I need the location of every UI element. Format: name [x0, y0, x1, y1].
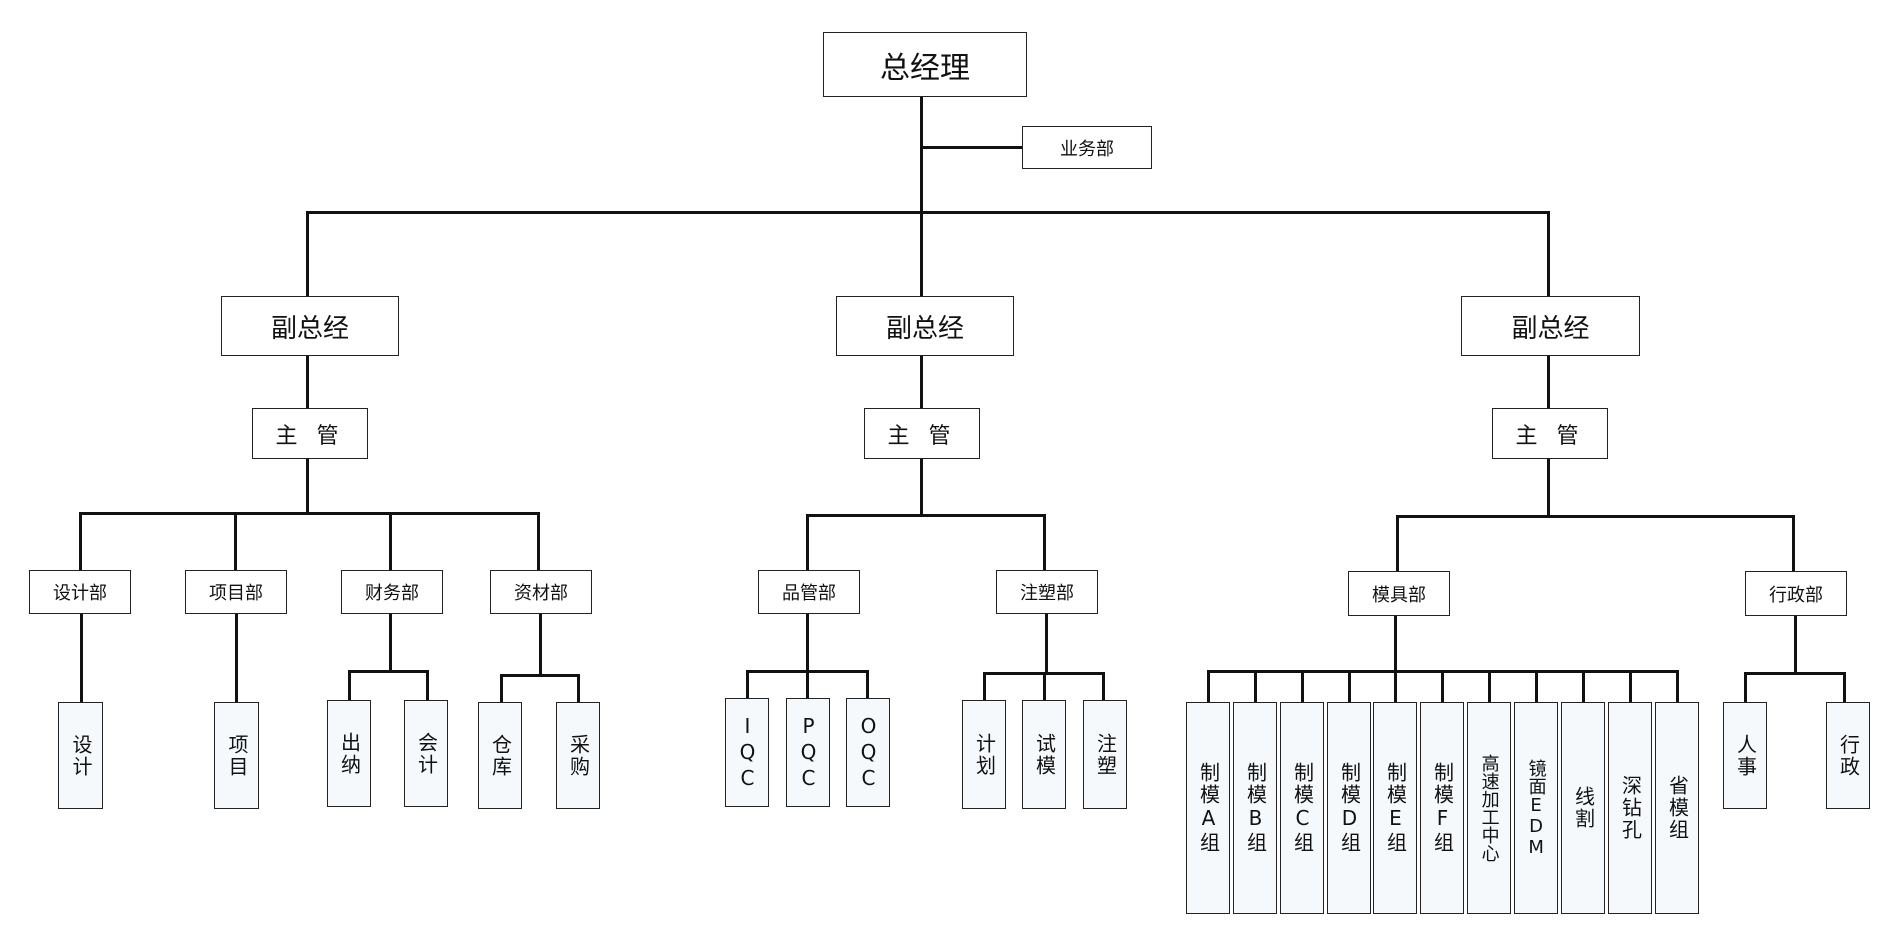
- vp-box-left: 副总经: [221, 296, 399, 356]
- connector-line: [80, 614, 83, 702]
- finance-dept-box: 财务部: [341, 570, 443, 614]
- injection-dept-box: 注塑部: [996, 570, 1098, 614]
- oqc-unit-box: OQC: [846, 698, 890, 807]
- connector-line: [1207, 670, 1210, 702]
- manager-box-middle: 主 管: [864, 408, 980, 459]
- warehouse-unit-box: 仓库: [478, 702, 522, 809]
- planning-unit-box: 计划: [962, 700, 1006, 809]
- connector-line: [306, 356, 309, 408]
- connector-line: [1676, 670, 1679, 702]
- pqc-unit-box: PQC: [786, 698, 830, 807]
- mold-dept-box: 模具部: [1348, 571, 1450, 616]
- connector-line: [79, 512, 540, 515]
- connector-line: [1547, 356, 1550, 408]
- connector-line: [1843, 672, 1846, 702]
- mold-group-b-box: 制模B组: [1233, 702, 1277, 914]
- sales-dept-box: 业务部: [1022, 126, 1152, 169]
- connector-line: [1794, 616, 1797, 674]
- connector-line: [1488, 670, 1491, 702]
- vp-box-right: 副总经: [1461, 296, 1640, 356]
- connector-line: [806, 670, 809, 698]
- deep-drill-box: 深钻孔: [1608, 702, 1652, 914]
- manager-box-left: 主 管: [252, 408, 368, 459]
- connector-line: [389, 614, 392, 672]
- admin-affairs-unit-box: 行政: [1826, 702, 1870, 809]
- cashier-unit-box: 出纳: [327, 700, 371, 807]
- connector-line: [389, 512, 392, 570]
- injection-unit-box: 注塑: [1083, 700, 1127, 809]
- accounting-unit-box: 会计: [404, 700, 448, 807]
- connector-line: [806, 514, 809, 570]
- hr-unit-box: 人事: [1723, 702, 1767, 809]
- mold-group-f-box: 制模F组: [1420, 702, 1464, 914]
- mold-group-c-box: 制模C组: [1280, 702, 1324, 914]
- mold-group-d-box: 制模D组: [1327, 702, 1371, 914]
- vp-box-middle: 副总经: [836, 296, 1014, 356]
- connector-line: [920, 356, 923, 408]
- connector-line: [234, 512, 237, 570]
- connector-line: [306, 211, 309, 296]
- connector-line: [348, 670, 351, 700]
- mold-group-a-box: 制模A组: [1186, 702, 1230, 914]
- ceo-box: 总经理: [823, 32, 1027, 97]
- quality-dept-box: 品管部: [758, 570, 860, 614]
- connector-line: [500, 674, 580, 677]
- connector-line: [1792, 515, 1795, 571]
- connector-line: [235, 614, 238, 702]
- design-dept-box: 设计部: [29, 570, 131, 614]
- connector-line: [1547, 211, 1550, 296]
- connector-line: [1348, 670, 1351, 702]
- connector-line: [1582, 670, 1585, 702]
- connector-line: [806, 614, 809, 672]
- connector-line: [1045, 614, 1048, 674]
- connector-line: [1394, 616, 1397, 672]
- design-unit-box: 设计: [58, 702, 103, 809]
- connector-line: [537, 512, 540, 570]
- high-speed-center-box: 高速加工中心: [1467, 702, 1511, 914]
- connector-line: [306, 459, 309, 514]
- connector-line: [920, 97, 923, 213]
- connector-line: [79, 512, 82, 570]
- wire-cut-box: 线割: [1561, 702, 1605, 914]
- project-dept-box: 项目部: [185, 570, 287, 614]
- connector-line: [1629, 670, 1632, 702]
- connector-line: [920, 459, 923, 516]
- province-mold-box: 省模组: [1655, 702, 1699, 914]
- connector-line: [866, 670, 869, 698]
- mold-group-e-box: 制模E组: [1373, 702, 1417, 914]
- purchasing-unit-box: 采购: [556, 702, 600, 809]
- connector-line: [577, 674, 580, 702]
- connector-line: [1102, 672, 1105, 700]
- trial-mold-unit-box: 试模: [1022, 700, 1066, 809]
- connector-line: [1535, 670, 1538, 702]
- iqc-unit-box: IQC: [725, 698, 769, 807]
- connector-line: [1744, 672, 1846, 675]
- connector-line: [1043, 672, 1046, 700]
- connector-line: [539, 614, 542, 676]
- connector-line: [1547, 459, 1550, 517]
- connector-line: [1254, 670, 1257, 702]
- connector-line: [983, 672, 986, 700]
- materials-dept-box: 资材部: [490, 570, 592, 614]
- manager-box-right: 主 管: [1492, 408, 1608, 459]
- connector-line: [1394, 670, 1397, 702]
- connector-line: [920, 146, 1022, 149]
- connector-line: [806, 514, 1046, 517]
- project-unit-box: 项目: [214, 702, 259, 809]
- admin-dept-box: 行政部: [1745, 571, 1847, 616]
- connector-line: [1043, 514, 1046, 570]
- connector-line: [306, 211, 1550, 214]
- connector-line: [746, 670, 749, 698]
- connector-line: [426, 670, 429, 700]
- connector-line: [1396, 515, 1795, 518]
- connector-line: [1441, 670, 1444, 702]
- connector-line: [920, 211, 923, 296]
- connector-line: [1301, 670, 1304, 702]
- connector-line: [500, 674, 503, 702]
- mirror-edm-box: 镜面EDM: [1514, 702, 1558, 914]
- connector-line: [1744, 672, 1747, 702]
- connector-line: [1396, 515, 1399, 571]
- connector-line: [348, 670, 429, 673]
